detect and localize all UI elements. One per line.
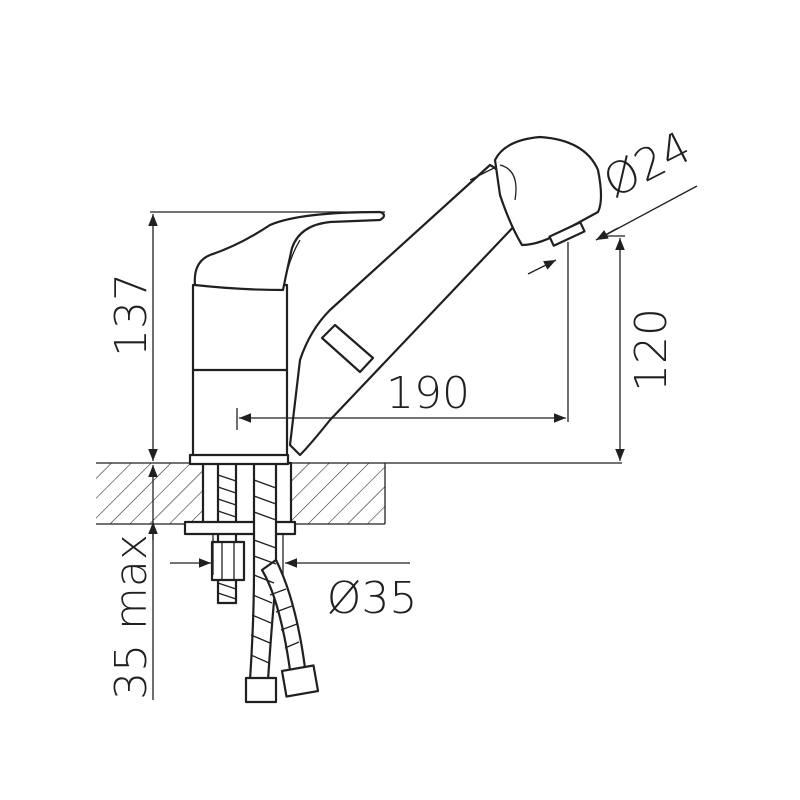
spray-head — [493, 135, 603, 247]
dimension-label-190: 190 — [386, 368, 470, 419]
dimension-35-max: 35 max — [106, 465, 158, 700]
dimension-label-diameter-24: Ø24 — [595, 122, 699, 209]
dimension-label-120: 120 — [626, 308, 677, 392]
dimension-label-35-max: 35 max — [106, 534, 157, 700]
dimension-137: 137 — [106, 211, 385, 461]
dimension-label-diameter-35: Ø35 — [327, 573, 418, 624]
dimension-120: 120 — [600, 235, 677, 461]
dimension-label-137: 137 — [106, 273, 157, 357]
dimension-diameter-35: Ø35 — [170, 535, 417, 624]
supply-hoses — [244, 461, 320, 704]
faucet-body — [188, 163, 522, 466]
countertop-section — [96, 462, 622, 525]
dimension-190: 190 — [236, 242, 569, 430]
